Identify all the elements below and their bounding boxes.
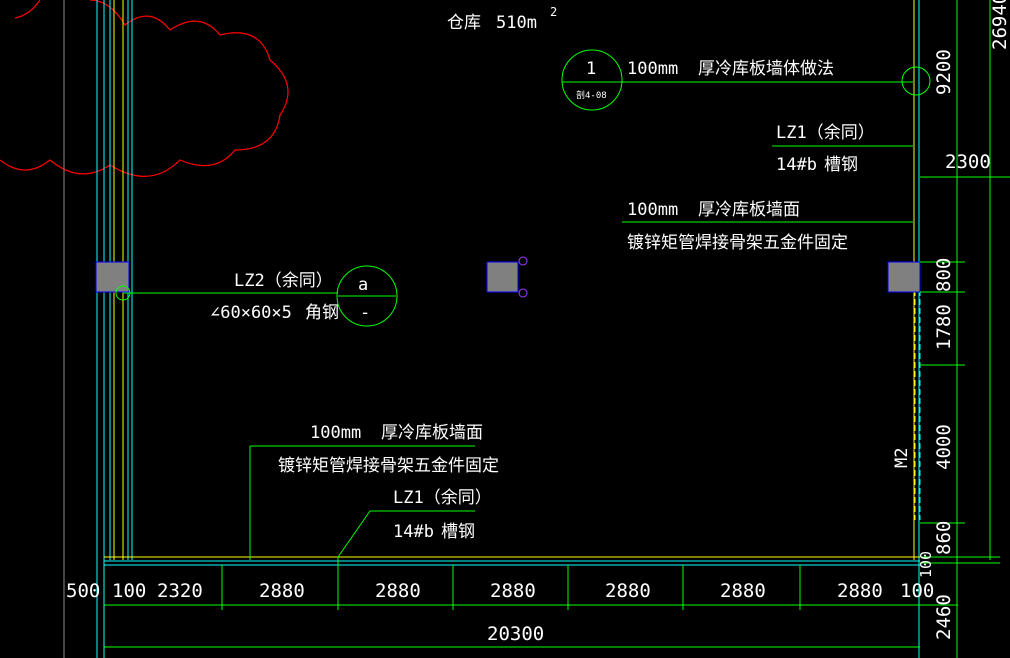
dim-text: 100	[112, 580, 146, 602]
room-name: 仓库	[447, 13, 481, 33]
room-area: 510m	[496, 13, 537, 33]
lz1-top-name: LZ1（余同）	[776, 123, 875, 143]
dim-text: 2880	[490, 580, 536, 602]
lz2-spec: ∠60×60×5	[210, 303, 292, 323]
wall-top-thickness: 100mm	[627, 200, 678, 220]
dim-text: 2880	[605, 580, 651, 602]
dim-text: 2300	[945, 151, 991, 173]
dim-text: 800	[933, 258, 955, 292]
lz1-bottom-type: 槽钢	[441, 522, 475, 542]
wall-bottom-detail: 镀锌矩管焊接骨架五金件固定	[278, 456, 499, 476]
dim-text: 2320	[157, 580, 203, 602]
total-dim-text: 20300	[487, 623, 544, 645]
lz1-bottom-spec: 14#b	[393, 522, 434, 542]
dimension-lines	[104, 0, 1010, 658]
dim-text: 26940	[989, 0, 1010, 50]
dim-text: 2880	[837, 580, 883, 602]
dim-text: 2880	[720, 580, 766, 602]
dim-text: 100	[900, 580, 934, 602]
revision-cloud	[0, 0, 289, 177]
callout-thickness: 100mm	[627, 59, 678, 79]
dim-text: 860	[933, 521, 955, 555]
right-dimensions: 26940 9200 2300 800 1780 4000 860 100 24…	[917, 0, 1010, 640]
dim-text: 4000	[933, 424, 955, 470]
bottom-wall	[104, 556, 920, 566]
dim-text: 500	[66, 580, 100, 602]
lz2-symbol-top: a	[358, 275, 368, 295]
door-label: M2	[892, 448, 912, 468]
wall-bottom-text: 厚冷库板墙面	[381, 423, 483, 443]
dim-text: 100	[917, 551, 935, 578]
right-wall	[887, 0, 921, 658]
lz1-top-type: 槽钢	[824, 155, 858, 175]
lz1-top-spec: 14#b	[776, 155, 817, 175]
dim-text: 9200	[933, 49, 955, 95]
wall-top-text: 厚冷库板墙面	[698, 200, 800, 220]
leaders	[123, 49, 931, 560]
wall-bottom-thickness: 100mm	[310, 423, 361, 443]
bottom-dimensions: 500 100 2320 2880 2880 2880 2880 2880 28…	[66, 580, 934, 645]
column	[486, 261, 519, 293]
lz2-type: 角钢	[305, 303, 339, 323]
left-wall	[63, 0, 133, 658]
callout-ref: 剖4-08	[576, 89, 607, 101]
dim-text: 1780	[933, 304, 955, 350]
callout-number: 1	[586, 59, 596, 79]
dim-text: 2880	[375, 580, 421, 602]
area-superscript: 2	[550, 5, 557, 19]
wall-top-detail: 镀锌矩管焊接骨架五金件固定	[627, 233, 848, 253]
lz1-bottom-name: LZ1（余同）	[393, 488, 492, 508]
dim-text: 2880	[259, 580, 305, 602]
dim-text: 2460	[933, 594, 955, 640]
lz2-symbol-bottom: -	[360, 303, 370, 323]
callout-text: 厚冷库板墙体做法	[698, 59, 834, 79]
lz2-name: LZ2（余同）	[234, 271, 333, 291]
